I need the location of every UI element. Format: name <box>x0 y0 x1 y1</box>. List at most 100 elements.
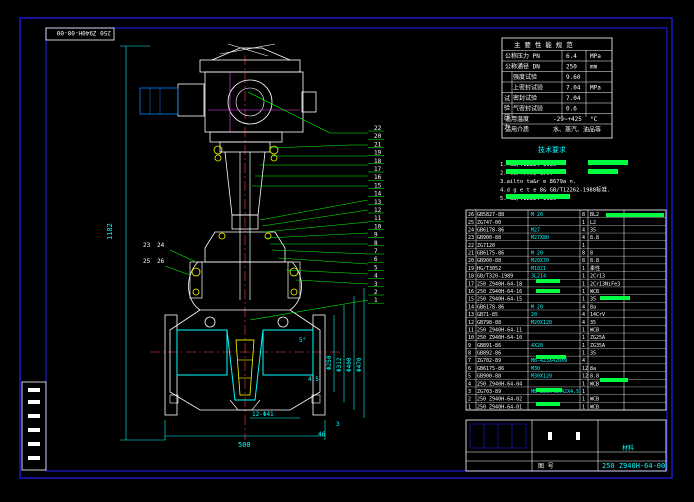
parts-cell: 11 <box>468 327 474 333</box>
dim-d7: 12-Φ41 <box>252 411 274 418</box>
valve-body <box>164 309 326 416</box>
parts-cell: 1 <box>582 274 585 280</box>
parts-cell: 24 <box>468 227 474 233</box>
parts-cell: 2 <box>468 397 471 403</box>
parts-cell: 250 Z940H-64-11 <box>477 327 522 333</box>
parts-cell: 250 Z940H-64-04 <box>477 381 522 387</box>
parts-cell: 8 <box>582 251 585 257</box>
spec-side-label: 试 验 压 力 <box>503 94 510 131</box>
parts-cell: 4 <box>582 304 585 310</box>
part-callout: 1 <box>374 297 378 304</box>
parts-cell: M27 <box>531 227 540 233</box>
parts-cell: 18 <box>468 274 474 280</box>
parts-cell: BL2 <box>590 212 599 218</box>
parts-cell: 250 Z940H-64-16 <box>477 289 522 295</box>
spec-unit: mm <box>590 64 598 71</box>
parts-cell: WCB <box>590 381 599 387</box>
parts-cell: GB900-88 <box>477 374 501 380</box>
stamp-text: 250 Z940H-00-00 <box>56 29 111 36</box>
parts-cell: ZG747-00 <box>477 220 501 226</box>
highlight-bar <box>606 213 664 217</box>
parts-cell: 3L214 <box>531 274 546 280</box>
part-callout: 14 <box>374 191 382 198</box>
parts-cell: 10 <box>468 335 474 341</box>
parts-cell: 35 <box>590 320 596 326</box>
parts-cell: 15 <box>468 297 474 303</box>
parts-cell: 1 <box>582 397 585 403</box>
parts-cell: M30 <box>531 366 540 372</box>
electric-actuator <box>139 43 317 143</box>
parts-cell: 8 <box>468 351 471 357</box>
parts-cell: GB891-86 <box>477 343 501 349</box>
parts-cell: WCB <box>590 404 599 410</box>
part-callout: 12 <box>374 207 382 214</box>
parts-cell: GB5827-88 <box>477 212 504 218</box>
spec-label: 适用介质 <box>505 126 529 134</box>
spec-value: -29~+425 <box>553 116 582 123</box>
spec-value: 7.04 <box>566 85 581 92</box>
parts-cell: M30X120 <box>531 374 552 380</box>
part-callout: 4 <box>374 273 378 280</box>
parts-cell: 8.8 <box>590 374 599 380</box>
highlight-bar <box>600 296 630 300</box>
part-callout: 23 <box>143 242 151 249</box>
spec-label: 密封试验 <box>513 94 537 102</box>
parts-cell: 1 <box>582 351 585 357</box>
part-callout: 3 <box>374 281 378 288</box>
parts-cell: 1 <box>468 404 471 410</box>
parts-cell: 柔性 <box>590 265 600 272</box>
dim-height: 1182 <box>106 223 114 240</box>
highlight-bar <box>588 169 618 174</box>
parts-cell: M 20 <box>531 304 543 310</box>
parts-cell: 20 <box>531 312 537 318</box>
parts-cell: 2Cr13 <box>590 274 605 280</box>
parts-cell: GB900-88 <box>477 235 501 241</box>
parts-cell: 1 <box>582 327 585 333</box>
part-callout: 9 <box>374 232 378 239</box>
parts-cell: 13 <box>468 312 474 318</box>
parts-cell: 250 Z940H-64-10 <box>477 335 522 341</box>
dim-d1: Φ250 <box>326 355 333 370</box>
title-block-cell-a: 材料 <box>622 444 634 452</box>
parts-cell: GB6175-86 <box>477 366 504 372</box>
parts-cell: WCB <box>590 327 599 333</box>
tech-line: 4.d g e t e 8& GB/T12262-1988标准. <box>500 186 610 194</box>
part-callout: 2 <box>374 289 378 296</box>
parts-cell: GB/T320-1989 <box>477 274 513 280</box>
parts-cell: 1 <box>582 335 585 341</box>
valve-drawing: 1182 500 Φ250 Φ312 Φ400 Φ470 4.5 5° 12-Φ… <box>106 43 369 449</box>
part-callout: 7 <box>374 248 378 255</box>
part-callout: 6 <box>374 256 378 263</box>
highlight-bar <box>600 378 628 382</box>
highlight-bar <box>588 160 628 165</box>
parts-cell: 8 <box>582 212 585 218</box>
parts-cell: HG/T3052 <box>477 266 501 272</box>
outer-border <box>19 17 673 479</box>
spec-title: 主 要 性 能 规 范 <box>514 40 573 49</box>
highlight-bar <box>506 160 566 165</box>
parts-cell: 8 <box>590 251 593 257</box>
parts-cell: 8a <box>590 366 596 372</box>
highlight-bar <box>506 169 566 174</box>
spec-value: 水、蒸汽、油品等 <box>553 126 601 134</box>
parts-cell: 1 <box>582 404 585 410</box>
parts-cell: M27X80 <box>531 235 549 241</box>
parts-cell: 2Cr13NiFe3 <box>590 281 620 287</box>
parts-cell: M 20 <box>531 212 543 218</box>
part-callout: 22 <box>374 125 382 132</box>
part-callout: 15 <box>374 182 382 189</box>
highlight-bar <box>536 279 560 283</box>
spec-value: 250 <box>566 64 577 71</box>
parts-cell: 5 <box>468 374 471 380</box>
parts-cell: 12 <box>582 374 588 380</box>
parts-cell: 1 <box>582 243 585 249</box>
part-callout: 17 <box>374 166 382 173</box>
parts-cell: GB6175-86 <box>477 251 504 257</box>
dim-d6: 5° <box>299 337 306 344</box>
parts-cell: 35 <box>590 227 596 233</box>
dimensions: 1182 500 Φ250 Φ312 Φ400 Φ470 4.5 5° 12-Φ… <box>106 45 365 449</box>
